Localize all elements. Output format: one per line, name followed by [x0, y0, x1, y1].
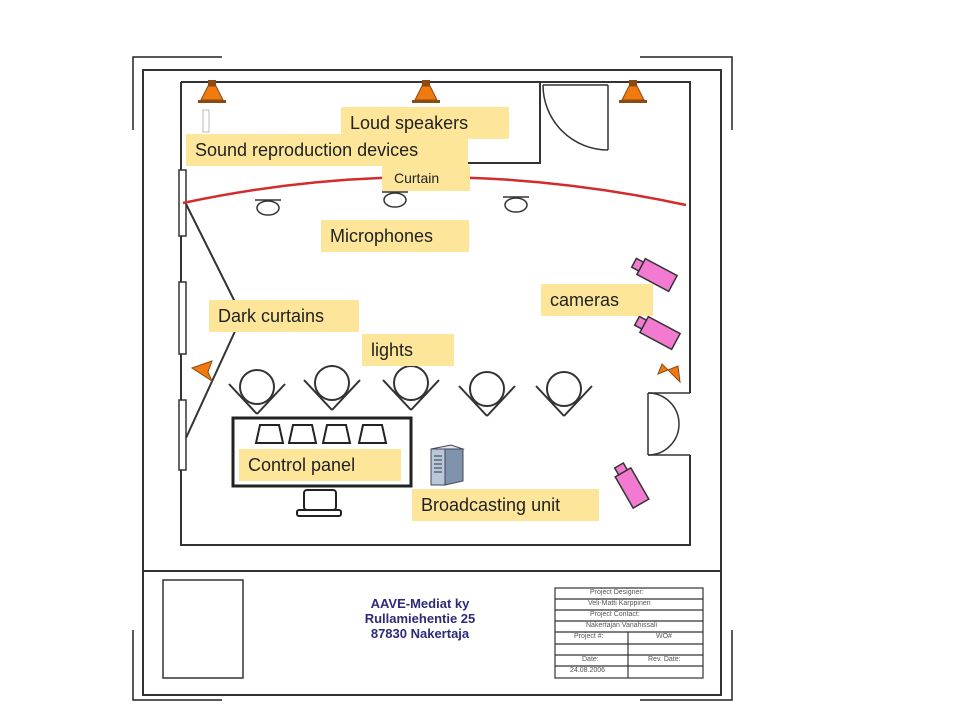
- company-address: AAVE-Mediat ky Rullamiehentie 25 87830 N…: [340, 596, 500, 641]
- wall-marker: [202, 109, 210, 133]
- monitor-icon: [357, 424, 388, 444]
- microphone-icon: [382, 191, 408, 208]
- drawing-border: [142, 69, 722, 696]
- light-icon: [382, 365, 440, 411]
- speaker-icon: [619, 80, 647, 103]
- microphone-icon: [255, 199, 281, 216]
- cameras-label: cameras: [541, 284, 653, 316]
- broadcasting-unit-label: Broadcasting unit: [412, 489, 599, 521]
- camera-icon: [633, 315, 682, 351]
- speaker-icon: [412, 80, 440, 103]
- lights-label: lights: [362, 334, 454, 366]
- dark-curtains-label: Dark curtains: [209, 300, 359, 332]
- crop-marks: [132, 56, 733, 701]
- project-designer-value: Veli-Matti Karppinen: [588, 600, 651, 607]
- microphone-icon: [503, 196, 529, 213]
- lights: [228, 365, 593, 417]
- light-icon: [228, 369, 286, 415]
- camera-icon: [613, 461, 650, 510]
- loud-speakers-label: Loud speakers: [341, 107, 509, 139]
- project-contact-label: Project Contact:: [590, 611, 640, 618]
- sound-reproduction-devices-label: Sound reproduction devices: [186, 134, 468, 166]
- microphones: [255, 191, 529, 216]
- light-icon: [458, 371, 516, 417]
- project-number-label: Project #:: [574, 633, 604, 640]
- company-name: AAVE-Mediat ky: [370, 596, 470, 611]
- upper-door-icon: [542, 84, 609, 151]
- loud-speakers: [198, 80, 647, 103]
- monitor-icon: [287, 424, 318, 444]
- chair-icon: [296, 489, 342, 517]
- control-panel-label: Control panel: [239, 449, 401, 481]
- curtain-label: Curtain: [382, 165, 470, 191]
- info-table: [554, 587, 704, 679]
- company-street: Rullamiehentie 25: [364, 611, 476, 626]
- date-label: Date:: [582, 656, 599, 663]
- side-speaker-icon: [190, 360, 214, 383]
- work-order-label: WO#: [656, 633, 672, 640]
- company-city: 87830 Nakertaja: [370, 626, 470, 641]
- light-icon: [303, 365, 361, 411]
- project-designer-label: Project Designer:: [590, 589, 644, 596]
- light-icon: [535, 371, 593, 417]
- side-speaker-icon: [657, 363, 681, 384]
- camera-icon: [630, 257, 679, 293]
- logo-box: [162, 579, 244, 679]
- double-door-icon: [647, 392, 690, 456]
- server-icon: [430, 444, 465, 486]
- rev-date-label: Rev. Date:: [648, 656, 681, 663]
- microphones-label: Microphones: [321, 220, 469, 252]
- date-value: 24.08.2006: [570, 667, 606, 674]
- project-contact-value: Nakertajan Vanahissali: [586, 622, 658, 629]
- speaker-icon: [198, 80, 226, 103]
- monitor-icon: [321, 424, 352, 444]
- cameras: [613, 257, 682, 510]
- monitor-icon: [254, 424, 285, 444]
